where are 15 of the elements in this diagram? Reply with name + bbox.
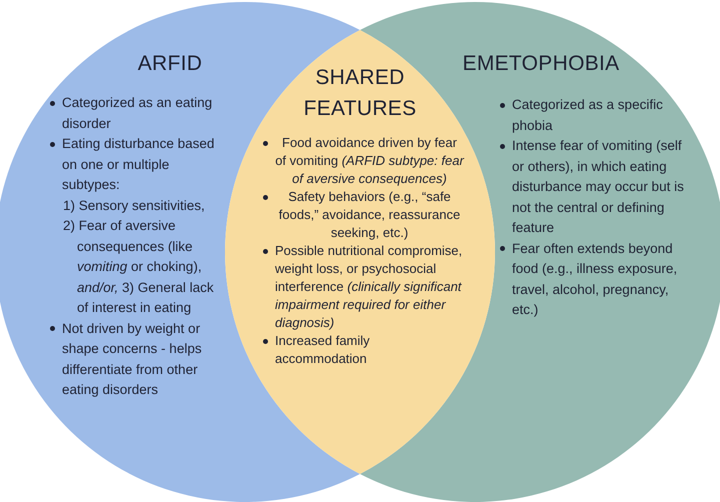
bullet-point-text: Categorized as an eating disorder — [47, 93, 223, 134]
bullet-point-text: Categorized as a specific phobia — [497, 95, 685, 136]
bullet-point-text: Safety behaviors (e.g., “safe foods,” avoidance, reassurance seeking, etc.) — [260, 188, 464, 242]
bullet-point-text: Food avoidance driven by fear of vomiting (ARFID subtype: fear of aversive consequences) — [260, 134, 464, 188]
list-item-text: 1) Sensory sensitivities, — [62, 196, 206, 215]
section-heading: SHARED FEATURES — [302, 65, 418, 122]
list-item-text: 2) Fear of aversive consequences (like vomiting or choking), and/or, 3) General lack of interest in eating — [62, 217, 215, 317]
bullet-point-text: Fear often extends beyond food (e.g., illness exposure, travel, alcohol, pregnancy, etc.) — [497, 238, 685, 320]
bullet-point-text: Intense fear of vomiting (self or others), in which eating disturbance may occur but is not the central or defining feature — [497, 136, 685, 238]
section-heading: ARFID — [136, 51, 204, 77]
bullet-point-text: Increased family accommodation — [260, 332, 464, 368]
bullet-point-text: Possible nutritional compromise, weight loss, or psychosocial interference (clinically significant impairment required for either diagnosis) — [260, 242, 464, 332]
section-heading: EMETOPHOBIA — [462, 51, 620, 77]
bullet-point-text: Eating disturbance based on one or multiple subtypes: — [47, 134, 223, 196]
bullet-point-text: Not driven by weight or shape concerns - helps differentiate from other eating disorders — [47, 318, 223, 400]
